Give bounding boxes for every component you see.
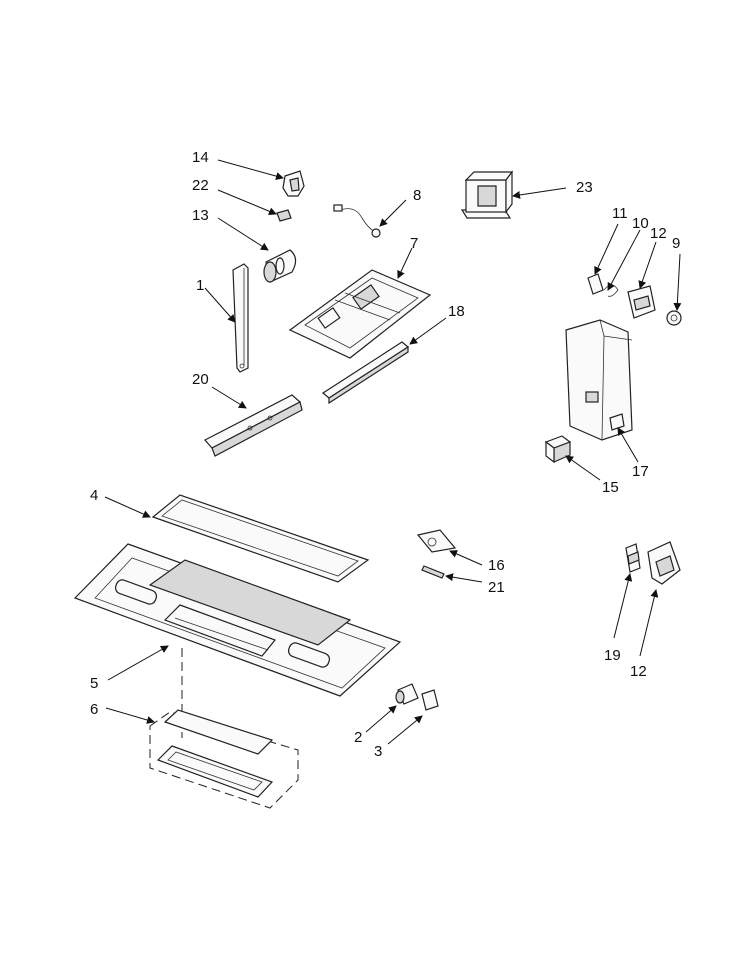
leader-4 [104, 496, 151, 518]
leader-12b [639, 589, 659, 657]
callout-4: 4 [90, 487, 98, 504]
leader-14 [217, 159, 284, 180]
part-12-switch-top [627, 285, 656, 319]
callout-17: 17 [632, 463, 649, 480]
callout-20: 20 [192, 371, 209, 388]
part-18-bar [321, 341, 410, 405]
part-22-clip [276, 209, 292, 222]
callout-19: 19 [604, 647, 621, 664]
callout-7: 7 [410, 235, 418, 252]
part-9-knob [666, 310, 682, 326]
callout-labels: 14 22 13 8 23 7 1 18 20 11 10 12 9 17 15… [90, 149, 680, 760]
callout-8: 8 [413, 187, 421, 204]
part-19-holder [625, 543, 641, 573]
part-7-plate [288, 269, 432, 359]
leader-16 [449, 550, 483, 566]
callout-9: 9 [672, 235, 680, 252]
leader-1 [204, 287, 236, 323]
part-11-switch [587, 273, 604, 295]
part-6-cover [149, 648, 299, 809]
callout-14: 14 [192, 149, 209, 166]
part-13-capacitor [263, 249, 297, 283]
leader-5 [107, 645, 169, 681]
leader-17 [617, 427, 639, 463]
part-12-switch-bottom [647, 541, 681, 585]
part-1-bracket [232, 263, 249, 373]
leader-8 [379, 199, 407, 227]
callout-11: 11 [612, 205, 628, 222]
part-10-wire [603, 284, 619, 297]
callout-3: 3 [374, 743, 382, 760]
part-16-bracket [416, 529, 457, 553]
leader-19 [613, 573, 633, 639]
leader-20 [211, 386, 247, 409]
callout-1: 1 [196, 277, 204, 294]
leader-2 [365, 705, 397, 733]
leader-7 [397, 247, 413, 279]
leader-12a [638, 241, 657, 289]
leader-11 [594, 223, 619, 275]
callout-23: 23 [576, 179, 593, 196]
leader-21 [445, 573, 483, 583]
part-5-tray [73, 543, 402, 697]
callout-21: 21 [488, 579, 505, 596]
part-4-panel [151, 494, 370, 583]
part-3-socket [421, 689, 439, 711]
callout-13: 13 [192, 207, 209, 224]
part-20-rail [204, 394, 303, 457]
callout-12-top: 12 [650, 225, 667, 242]
leader-lines [104, 159, 682, 745]
leader-15 [565, 455, 601, 481]
callout-5: 5 [90, 675, 98, 692]
part-21-rod [421, 565, 445, 579]
leader-6 [105, 707, 155, 724]
leader-22 [217, 189, 277, 216]
part-2-lamp [395, 683, 419, 705]
callout-18: 18 [448, 303, 465, 320]
callout-10: 10 [632, 215, 649, 232]
callout-16: 16 [488, 557, 505, 574]
part-15-block [544, 435, 572, 464]
callout-15: 15 [602, 479, 619, 496]
leader-3 [387, 715, 423, 745]
leader-13 [217, 217, 269, 251]
leader-23 [512, 187, 567, 199]
part-23-transformer [460, 170, 514, 219]
part-17-duct [565, 319, 633, 441]
leader-9 [673, 253, 682, 311]
leader-10 [607, 229, 641, 291]
part-8-wire [333, 204, 381, 238]
leader-18 [409, 317, 447, 345]
callout-6: 6 [90, 701, 98, 718]
callout-12-bottom: 12 [630, 663, 647, 680]
callout-2: 2 [354, 729, 362, 746]
part-14-bracket [282, 170, 305, 197]
callout-22: 22 [192, 177, 209, 194]
